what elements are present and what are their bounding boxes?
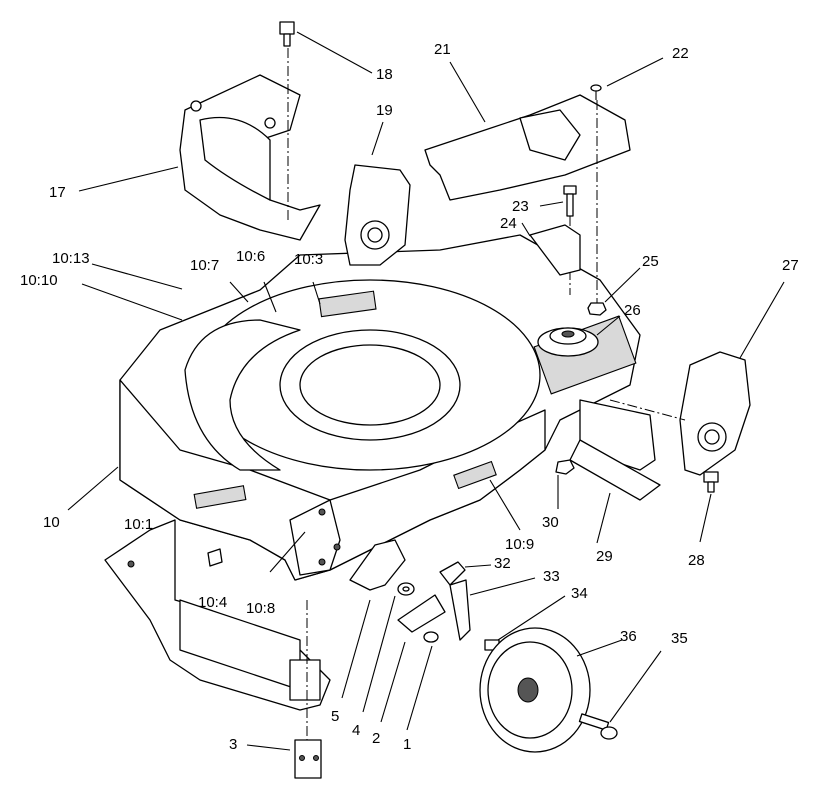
screw-18 <box>279 21 295 47</box>
height-adjuster-19 <box>344 164 411 266</box>
washer-4 <box>397 582 415 596</box>
callout-10-6: 10:6 <box>236 248 265 265</box>
nut-25 <box>587 302 607 316</box>
washer-1 <box>423 631 439 643</box>
bolt-28 <box>703 471 719 493</box>
callout-26: 26 <box>624 302 641 319</box>
callout-19: 19 <box>376 102 393 119</box>
callout-27: 27 <box>782 257 799 274</box>
callout-36: 36 <box>620 628 637 645</box>
callout-10-7: 10:7 <box>190 257 219 274</box>
pulley-26 <box>537 327 599 357</box>
callout-17: 17 <box>49 184 66 201</box>
leader-lines <box>67 31 785 751</box>
wheel-36 <box>479 627 591 753</box>
callout-10-10: 10:10 <box>20 272 58 289</box>
callout-4: 4 <box>352 722 360 739</box>
callout-3: 3 <box>229 736 237 753</box>
callout-32: 32 <box>494 555 511 572</box>
spring-32 <box>439 561 466 586</box>
nut-30 <box>555 459 575 475</box>
adjuster-5 <box>349 539 406 591</box>
callout-1: 1 <box>403 736 411 753</box>
callout-5: 5 <box>331 708 339 725</box>
top-cover-21 <box>424 94 631 201</box>
callout-35: 35 <box>671 630 688 647</box>
callout-34: 34 <box>571 585 588 602</box>
bolt-23 <box>563 185 577 217</box>
callout-28: 28 <box>688 552 705 569</box>
callout-33: 33 <box>543 568 560 585</box>
plate-3 <box>294 739 322 779</box>
callout-2: 2 <box>372 730 380 747</box>
callout-22: 22 <box>672 45 689 62</box>
clip-10-4 <box>207 548 223 567</box>
axle-channel-29 <box>569 399 661 501</box>
callout-23: 23 <box>512 198 529 215</box>
callout-labels: 18 21 22 17 19 23 24 10:13 10:7 10:6 10:… <box>20 41 799 753</box>
rear-flap <box>104 519 331 711</box>
callout-10-3: 10:3 <box>294 251 323 268</box>
callout-10-4: 10:4 <box>198 594 227 611</box>
callout-10-13: 10:13 <box>52 250 90 267</box>
arm-33 <box>449 579 471 641</box>
callout-10-1: 10:1 <box>124 516 153 533</box>
callout-18: 18 <box>376 66 393 83</box>
callout-10-8: 10:8 <box>246 600 275 617</box>
callout-10-9: 10:9 <box>505 536 534 553</box>
callout-24: 24 <box>500 215 517 232</box>
plate-2 <box>397 594 446 633</box>
callout-29: 29 <box>596 548 613 565</box>
bracket-24 <box>529 224 581 276</box>
discharge-chute <box>179 74 321 241</box>
callout-21: 21 <box>434 41 451 58</box>
bolt-35 <box>578 713 618 740</box>
screw-22 <box>590 84 602 100</box>
callout-10: 10 <box>43 514 60 531</box>
callout-30: 30 <box>542 514 559 531</box>
callout-25: 25 <box>642 253 659 270</box>
height-adjuster-27 <box>609 351 751 476</box>
mower-deck-housing <box>119 234 641 581</box>
